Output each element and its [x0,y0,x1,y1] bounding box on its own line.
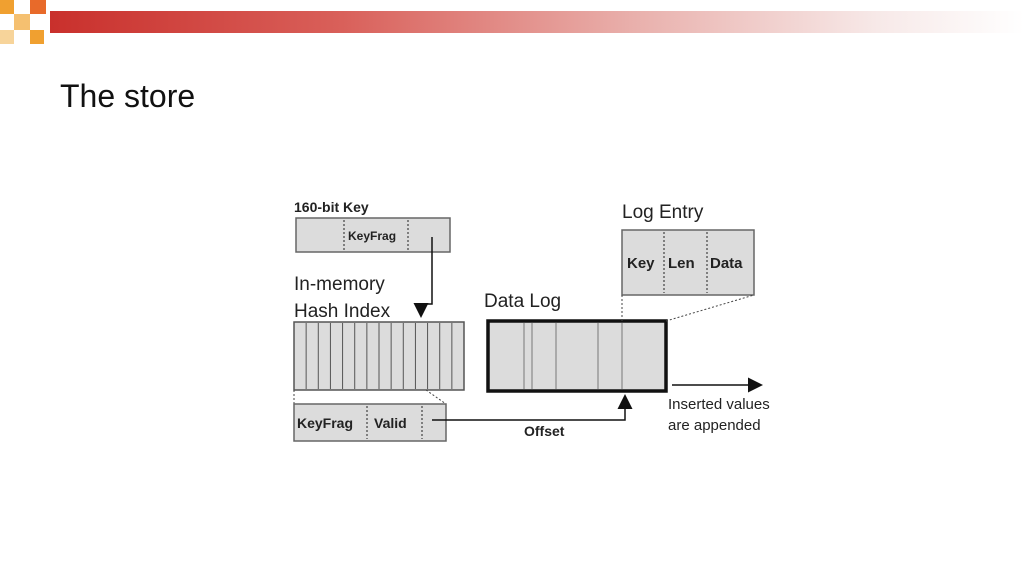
data-log-label: Data Log [484,291,561,312]
header-gradient-bar [50,11,1024,33]
index-zoom-line-right [425,389,447,405]
data-log-box [486,319,668,393]
logo-square-3 [30,0,46,14]
key-label: 160-bit Key [294,199,369,215]
logo-square-1 [0,0,14,14]
entry-keyfrag-label: KeyFrag [297,415,353,431]
offset-arrow [432,394,633,421]
keyfrag-arrow [413,237,433,318]
slide-title: The store [60,78,196,114]
logo-square-5 [0,30,14,44]
hash-index-columns [305,323,453,389]
log-zoom-line-right [665,294,755,322]
log-entry-field-data: Data [710,255,743,272]
key-box [295,217,451,253]
log-entry-field-key: Key [627,255,655,272]
hash-entry-box [293,403,447,442]
append-note-line1: Inserted values [668,396,770,413]
logo-square-2 [14,14,30,30]
offset-label: Offset [524,423,565,439]
keyfrag-label: KeyFrag [348,229,396,243]
log-entry-label: Log Entry [622,202,704,223]
log-entry-field-len: Len [668,255,695,272]
index-label-line2: Hash Index [294,301,391,322]
logo-square-4 [30,30,44,44]
append-note-line2: are appended [668,417,761,434]
entry-valid-label: Valid [374,415,407,431]
log-entry-box [621,229,755,296]
index-label-line1: In-memory [294,274,385,295]
